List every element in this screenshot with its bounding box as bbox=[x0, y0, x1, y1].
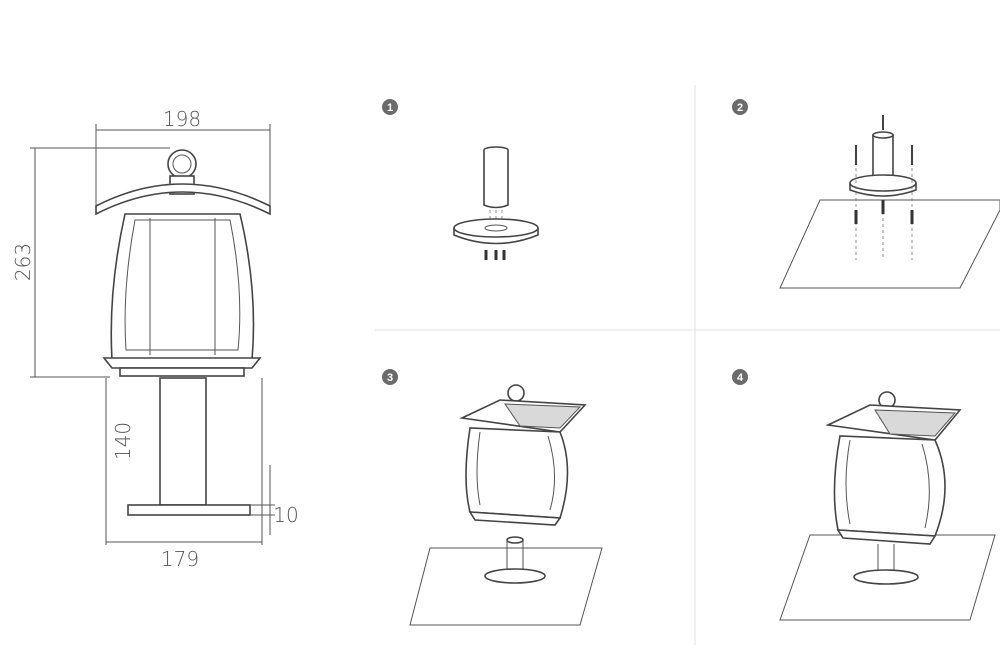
post-front-view bbox=[127, 377, 251, 516]
step-badge bbox=[732, 99, 748, 115]
step-number: 1 bbox=[387, 102, 393, 114]
step-badge bbox=[382, 99, 398, 115]
dimension-drawing: 198 263 140 bbox=[11, 107, 299, 571]
step-number: 3 bbox=[387, 372, 393, 384]
dimension-base-thickness: 10 bbox=[250, 465, 299, 535]
dimension-height-lantern: 263 bbox=[11, 147, 170, 378]
dimension-label-179: 179 bbox=[161, 547, 199, 571]
step-3: 3 bbox=[382, 369, 603, 626]
dimension-label-140: 140 bbox=[111, 422, 135, 460]
step-1: 1 bbox=[382, 99, 539, 260]
step-4: 4 bbox=[732, 369, 996, 621]
dimension-width-base: 179 bbox=[106, 541, 262, 571]
dimension-label-263: 263 bbox=[11, 243, 35, 281]
dimension-width-top: 198 bbox=[95, 107, 271, 210]
step-badge bbox=[732, 369, 748, 385]
lantern-front-view bbox=[95, 149, 271, 377]
step-number: 4 bbox=[737, 372, 744, 384]
dimension-height-post: 140 bbox=[105, 378, 263, 545]
step-number: 2 bbox=[737, 102, 743, 114]
step-badge bbox=[382, 369, 398, 385]
dimension-label-10: 10 bbox=[273, 503, 298, 527]
step-2: 2 bbox=[732, 99, 1000, 289]
dimension-label-198: 198 bbox=[163, 107, 201, 131]
